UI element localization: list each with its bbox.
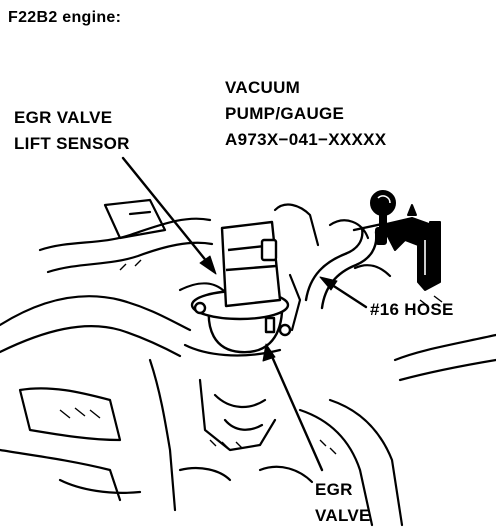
egr-valve-label-line1: EGR: [315, 480, 353, 499]
vacuum-pump-label-line2: PUMP/GAUGE: [225, 104, 345, 123]
vacuum-pump-highlights: [377, 195, 426, 275]
egr-valve-label-line2: VALVE: [315, 506, 371, 525]
arrowheads: [199, 255, 338, 362]
vacuum-pump-label-line3: A973X−041−XXXXX: [225, 130, 387, 149]
shading-hatches: [59, 259, 443, 455]
hose-16-label: #16 HOSE: [370, 300, 454, 319]
vacuum-pump-label-line1: VACUUM: [225, 78, 301, 97]
engine-heading: F22B2 engine:: [8, 9, 122, 26]
vacuum-pump-gauge: [370, 190, 441, 291]
hose-16: [304, 222, 384, 310]
egr-lift-sensor-label-line1: EGR VALVE: [14, 108, 113, 127]
egr-valve-body: [190, 220, 292, 354]
egr-lift-sensor-label-line2: LIFT SENSOR: [14, 134, 130, 153]
